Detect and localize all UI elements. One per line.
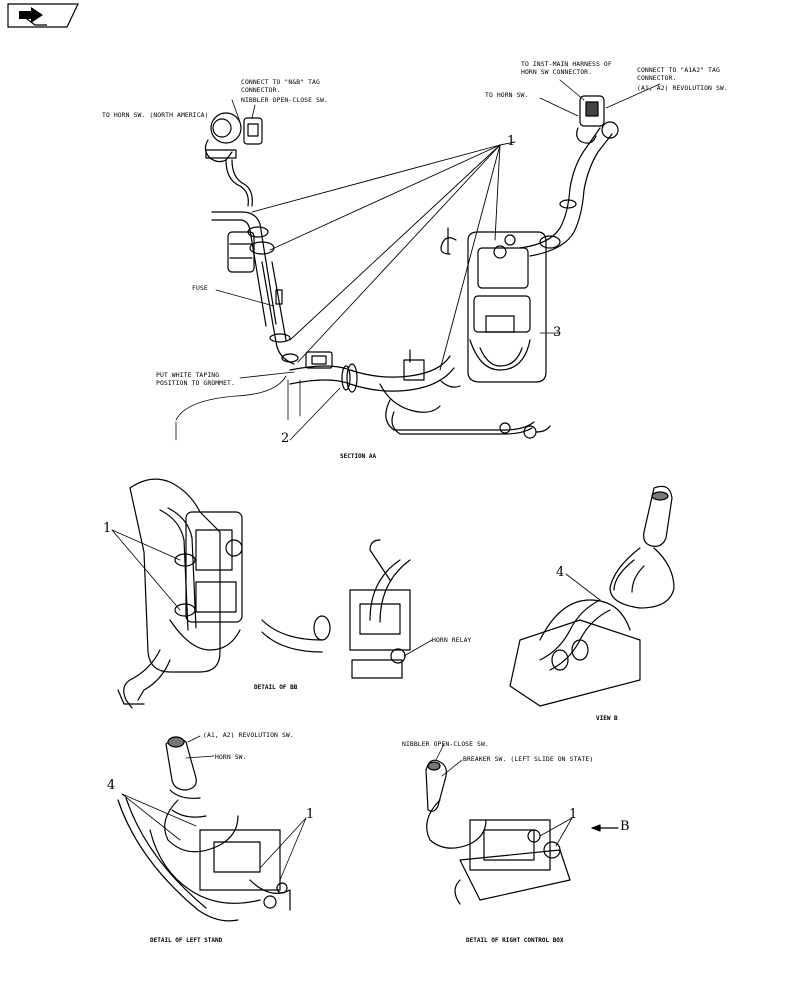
label-horn-na: TO HORN SW. (NORTH AMERICA): [102, 111, 209, 119]
view-b-marker: B: [620, 819, 630, 834]
label-inst-main-2: HORN SW CONNECTOR.: [521, 68, 593, 76]
detail-bb-drawing: [111, 478, 243, 709]
caption-detail-right: DETAIL OF RIGHT CONTROL BOX: [466, 937, 564, 944]
caption-detail-left: DETAIL OF LEFT STAND: [150, 937, 223, 944]
callout-2: 2: [281, 431, 290, 446]
main-harness: [175, 349, 551, 441]
right-control-block: [439, 227, 561, 388]
nb-connector-assembly: [204, 99, 263, 207]
label-inst-main-1: TO INST-MAIN HARNESS OF: [521, 60, 612, 68]
label-horn-relay: HORN RELAY: [432, 636, 472, 644]
label-nb-tag-2: CONNECTOR.: [241, 86, 281, 94]
callout-1-leaders: [251, 141, 516, 371]
callout-1-detail-bb: 1: [103, 521, 112, 536]
callout-1-right-box: 1: [569, 807, 578, 822]
label-a1a2-tag-1: CONNECT TO "A1A2" TAG: [637, 66, 720, 74]
callout-1-left-stand: 1: [306, 807, 315, 822]
label-nibbler-top: NIBBLER OPEN-CLOSE SW.: [241, 96, 328, 104]
label-nibbler-bottom: NIBBLER OPEN-CLOSE SW.: [402, 740, 489, 748]
prev-page-button[interactable]: [7, 3, 79, 28]
label-breaker: BREAKER SW. (LEFT SLIDE ON STATE): [463, 755, 594, 763]
callout-4-left-stand: 4: [107, 778, 116, 793]
callout-4-view-b: 4: [556, 565, 565, 580]
label-white-tape-1: PUT WHITE TAPING: [156, 371, 220, 379]
callout-1-section-aa: 1: [507, 134, 516, 149]
label-nb-tag-1: CONNECT TO "N&B" TAG: [241, 78, 320, 86]
caption-section-aa: SECTION AA: [340, 453, 377, 460]
label-horn-sw-bottom: HORN SW.: [215, 753, 247, 761]
label-white-tape-2: POSITION TO GROMMET.: [156, 379, 235, 387]
caption-detail-bb: DETAIL OF BB: [254, 684, 298, 691]
label-a1a2-rev-bottom: (A1, A2) REVOLUTION SW.: [203, 731, 294, 739]
horn-harness: [519, 79, 661, 257]
label-horn-sw-top: TO HORN SW.: [485, 91, 529, 99]
callout-3: 3: [553, 325, 562, 340]
right-box-drawing: [425, 743, 619, 905]
view-b-joystick: [509, 485, 675, 707]
left-stand-drawing: [117, 735, 307, 922]
label-a1a2-rev-top: (A1, A2) REVOLUTION SW.: [637, 84, 728, 92]
caption-view-b: VIEW B: [596, 715, 618, 722]
fuse-harness: [211, 211, 299, 379]
horn-relay-assembly: [261, 539, 433, 679]
label-a1a2-tag-2: CONNECTOR.: [637, 74, 677, 82]
label-fuse: FUSE: [192, 284, 208, 292]
prev-page-arrow-icon: [7, 3, 79, 28]
